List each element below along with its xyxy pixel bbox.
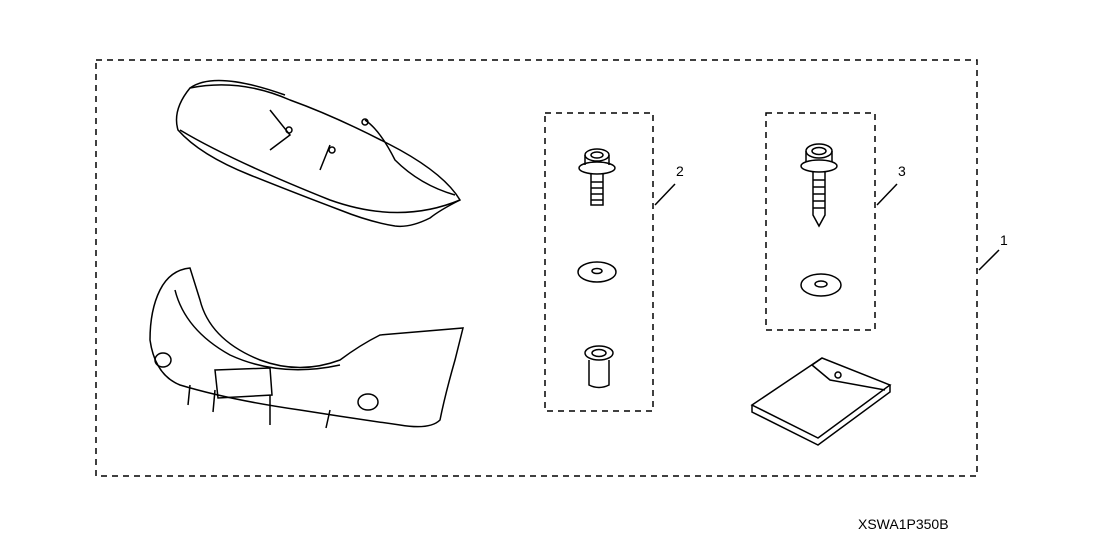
- callout-1: 1: [1000, 232, 1008, 248]
- front-bumper-part: [149, 267, 464, 429]
- grommet-part: [584, 345, 614, 389]
- screw-set-boundary-box: [765, 112, 876, 331]
- tapping-screw-part: [800, 143, 838, 228]
- washer-part: [577, 261, 617, 283]
- instruction-envelope-part: [750, 357, 892, 446]
- leader-line-3: [876, 183, 898, 206]
- washer-part: [800, 273, 842, 297]
- leader-line-1: [978, 249, 1000, 271]
- callout-2: 2: [676, 163, 684, 179]
- kit-boundary-box: [95, 59, 978, 477]
- leader-line-2: [654, 183, 676, 206]
- bolt-set-boundary-box: [544, 112, 654, 412]
- diagram-code: XSWA1P350B: [858, 516, 949, 532]
- callout-3: 3: [898, 163, 906, 179]
- upper-cover-part: [175, 79, 462, 228]
- flange-bolt-part: [578, 148, 616, 206]
